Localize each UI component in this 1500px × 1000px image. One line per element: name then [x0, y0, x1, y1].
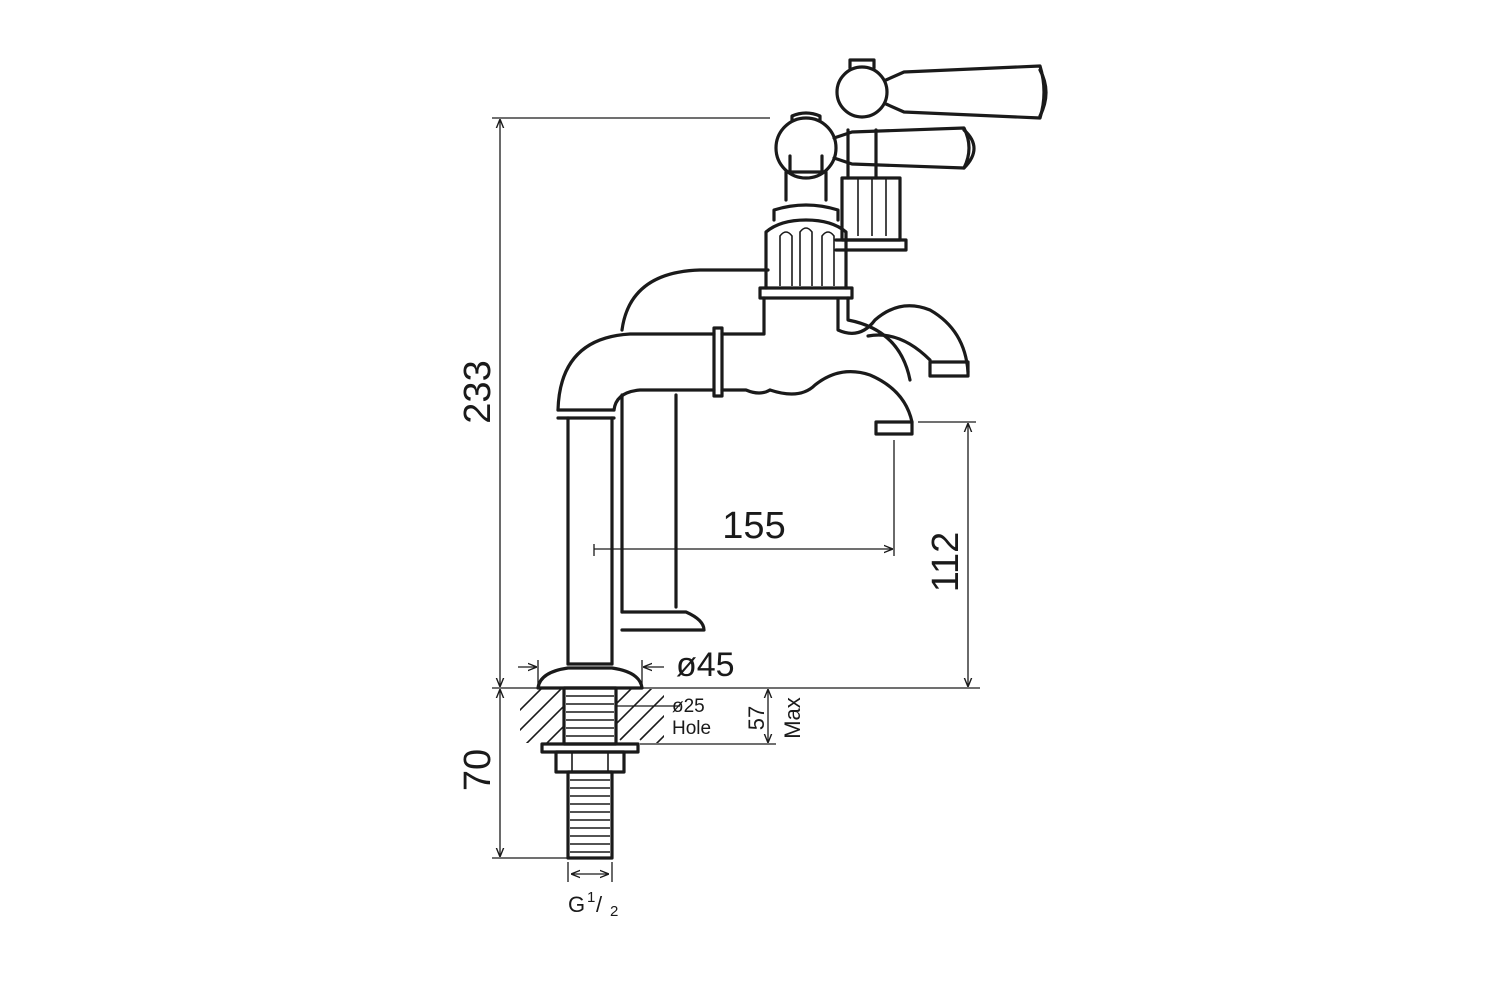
spout-reach-label: 155 [722, 505, 785, 547]
max-word-label: Max [780, 697, 805, 739]
rear-tap [620, 58, 1048, 632]
thread-slash: / [596, 892, 603, 917]
thread-size-label: G 1 / 2 [568, 889, 618, 920]
spout-height-label: 112 [925, 532, 967, 593]
thread-numerator: 1 [587, 889, 595, 906]
deck-section [520, 686, 664, 860]
thread-letter: G [568, 892, 585, 917]
dimension-lines [492, 117, 980, 882]
base-diameter-label: ø45 [676, 646, 735, 684]
shank-length-label: 70 [457, 749, 499, 791]
front-tap [536, 111, 976, 690]
thread-denominator: 2 [610, 903, 618, 920]
hole-word-label: Hole [672, 718, 711, 739]
overall-height-label: 233 [457, 360, 499, 423]
hole-diameter-label: ø25 [672, 696, 705, 717]
max-deck-label: 57 [744, 706, 769, 730]
